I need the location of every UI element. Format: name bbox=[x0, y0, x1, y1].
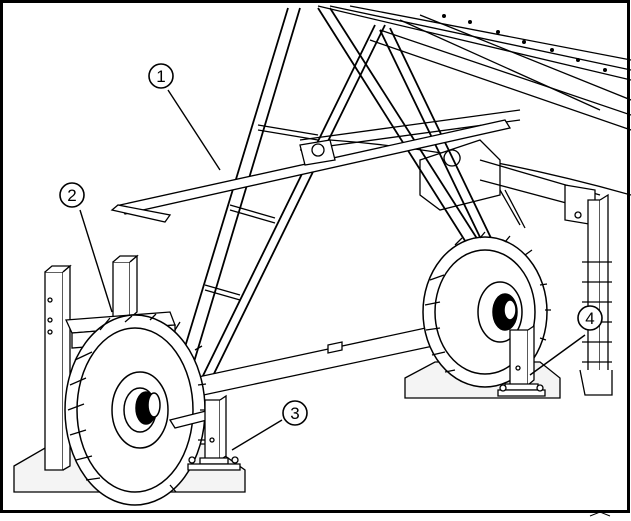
callout-2: 2 bbox=[59, 182, 85, 208]
leader-line-3 bbox=[231, 419, 283, 451]
tower-rungs bbox=[204, 124, 319, 301]
callout-4-label: 4 bbox=[585, 309, 594, 328]
main-crossbar bbox=[110, 119, 512, 223]
leader-line-2 bbox=[79, 209, 113, 313]
right-storage-stands bbox=[564, 184, 613, 396]
callout-3-label: 3 bbox=[290, 404, 299, 423]
right-jack-stand bbox=[497, 324, 546, 397]
left-tire bbox=[64, 313, 207, 506]
callout-4: 4 bbox=[577, 305, 603, 331]
left-jack-stand bbox=[168, 394, 241, 471]
callout-1-label: 1 bbox=[156, 67, 165, 86]
callout-2-label: 2 bbox=[67, 186, 76, 205]
leader-line-4 bbox=[529, 334, 586, 376]
span-bolts bbox=[442, 14, 607, 72]
left-tire-treads bbox=[67, 313, 207, 493]
leader-lines bbox=[79, 89, 586, 451]
callout-3: 3 bbox=[282, 400, 308, 426]
corner-mark bbox=[589, 511, 611, 517]
right-tire-treads bbox=[424, 231, 551, 373]
callout-1: 1 bbox=[148, 63, 174, 89]
leader-line-1 bbox=[167, 89, 221, 171]
